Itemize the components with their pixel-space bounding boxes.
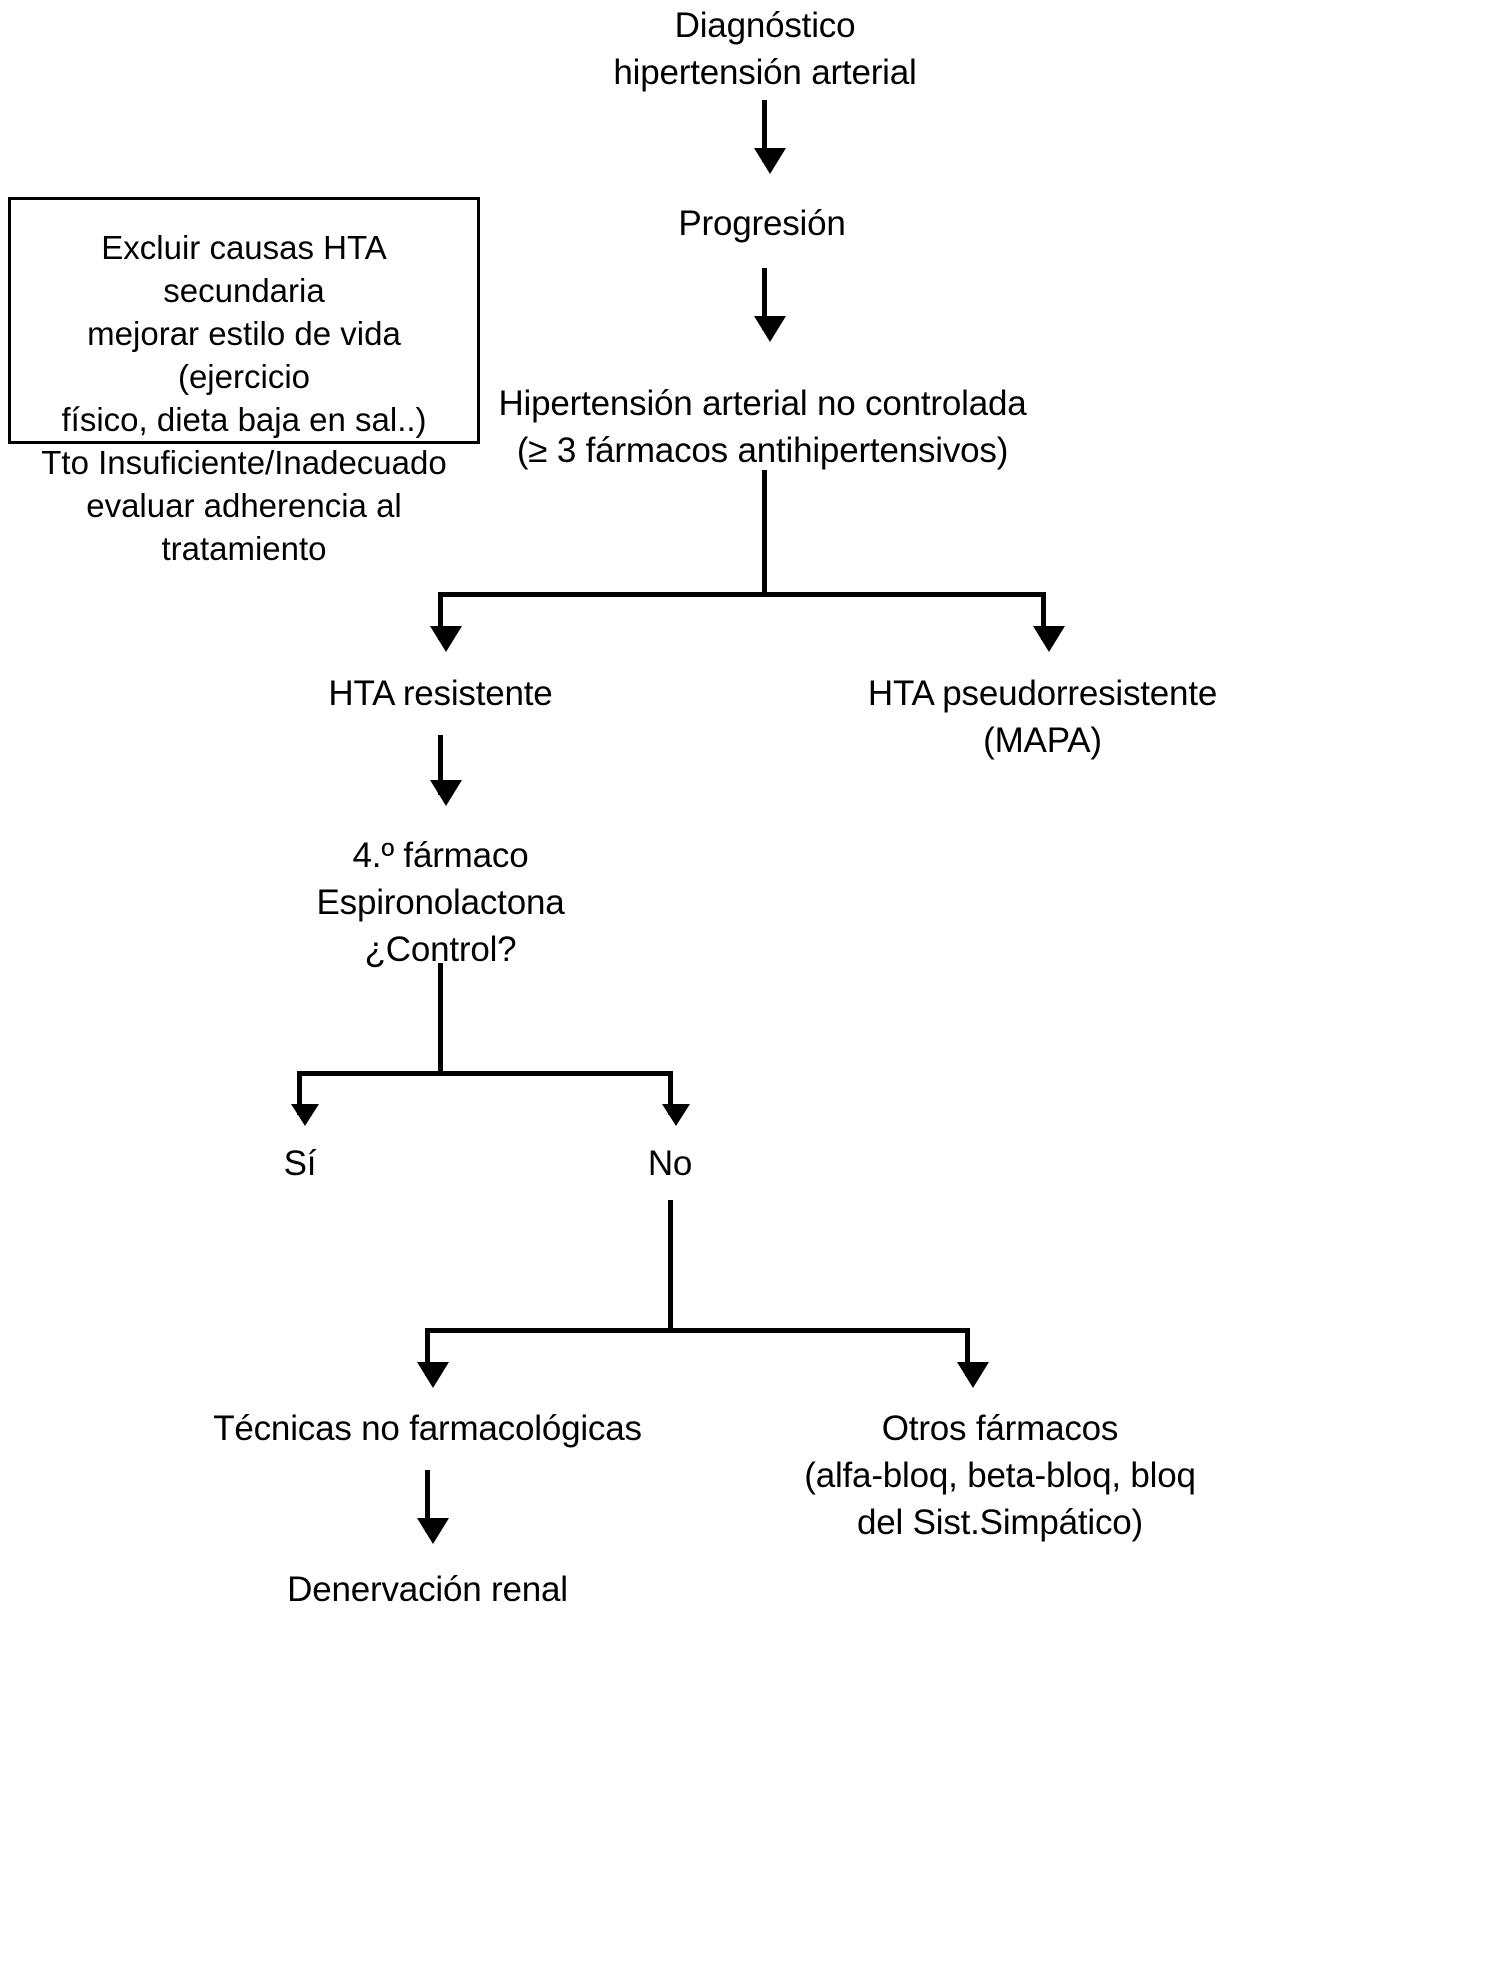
node-progresion: Progresión [678, 204, 846, 243]
node-cuarto-farmaco: 4.º fármaco Espironolactona ¿Control? [316, 836, 565, 969]
arrowhead-hta-resistente [430, 626, 462, 652]
connector-control-split-bar [297, 1071, 672, 1076]
connector-hta-split-bar [438, 592, 1046, 597]
connector-tecnicas-denervacion [425, 1470, 430, 1532]
node-diagnostico: Diagnóstico hipertensión arterial [613, 6, 917, 92]
connector-no-left-drop [425, 1328, 430, 1376]
arrowhead-otros-farmacos [957, 1362, 989, 1388]
connector-control-stem [438, 963, 443, 1073]
arrowhead-hta-no-controlada [754, 316, 786, 342]
arrowhead-si [291, 1104, 319, 1126]
connector-hta-right-drop [1041, 592, 1046, 640]
connector-no-split-bar [425, 1328, 970, 1333]
node-no: No [647, 1144, 693, 1183]
connector-control-right-drop [668, 1071, 673, 1115]
node-otros-farmacos: Otros fármacos (alfa-bloq, beta-bloq, bl… [804, 1409, 1196, 1542]
node-hta-pseudorresistente: HTA pseudorresistente (MAPA) [867, 674, 1218, 760]
arrowhead-denervacion-renal [417, 1518, 449, 1544]
connector-hta-stem [762, 470, 767, 594]
arrowhead-no [662, 1104, 690, 1126]
node-si: Sí [283, 1144, 317, 1183]
arrowhead-cuarto-farmaco [430, 780, 462, 806]
node-tecnicas-no-farmacologicas: Técnicas no farmacológicas [213, 1409, 642, 1448]
connector-progresion-hta [762, 268, 767, 330]
connector-no-stem [668, 1200, 673, 1330]
connector-diagnostico-progresion [762, 100, 767, 162]
connector-resistente-cuarto [438, 735, 443, 795]
arrowhead-tecnicas [417, 1362, 449, 1388]
arrowhead-progresion [754, 148, 786, 174]
connector-no-right-drop [965, 1328, 970, 1376]
connector-hta-left-drop [438, 592, 443, 640]
box-medidas-generales: Excluir causas HTA secundaria mejorar es… [8, 197, 480, 567]
arrowhead-hta-pseudorresistente [1033, 626, 1065, 652]
connector-control-left-drop [297, 1071, 302, 1115]
node-hta-no-controlada: Hipertensión arterial no controlada (≥ 3… [498, 384, 1027, 470]
node-denervacion-renal: Denervación renal [287, 1570, 568, 1609]
node-hta-resistente: HTA resistente [328, 674, 553, 713]
